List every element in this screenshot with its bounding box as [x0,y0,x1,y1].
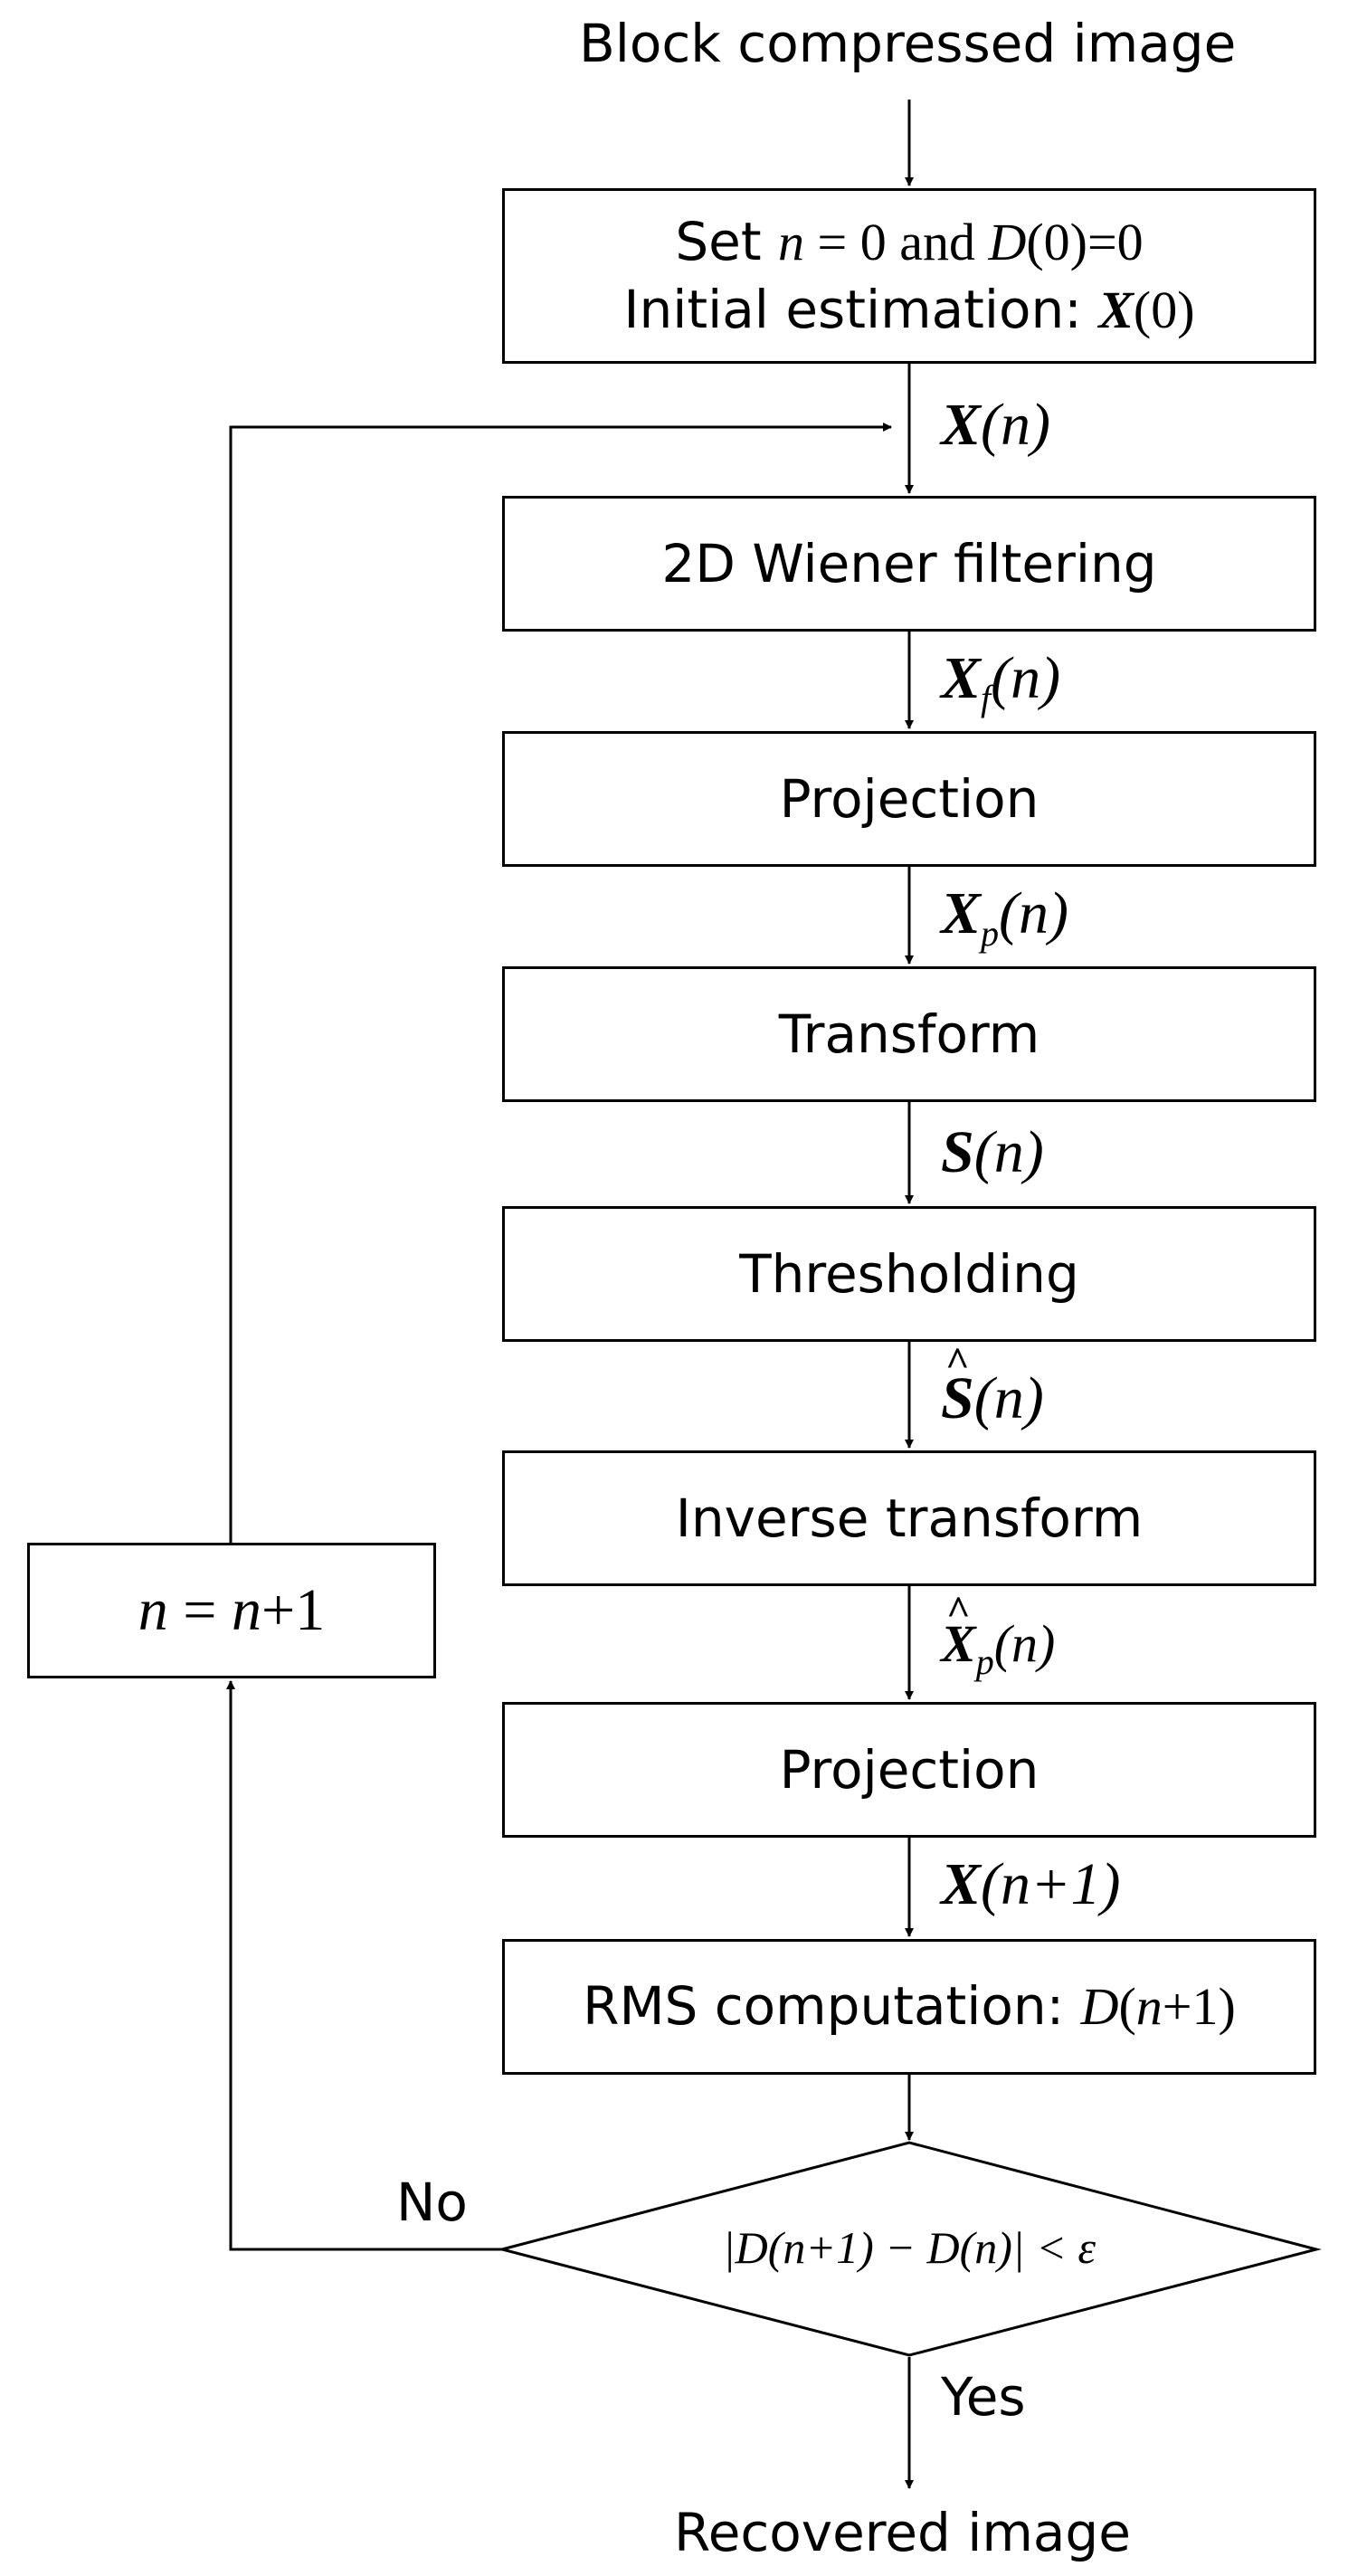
var-x-p-n: Xp(n) [941,880,1068,954]
rms-computation-box: RMS computation: D(n+1) [502,1939,1316,2075]
init-x0: (0) [1133,280,1195,339]
arrow-decision-no [226,1680,502,2251]
transform-box: Transform [502,966,1316,1102]
decision-diamond [497,2141,1322,2357]
inverse-transform-box: Inverse transform [502,1450,1316,1586]
init-set-text: Set [675,210,778,272]
var-x-hat-p-n: Xp(n) [941,1613,1055,1683]
init-line-1: Set n = 0 and D(0)=0 [675,208,1143,276]
projection-box-2: Projection [502,1702,1316,1838]
var-s-n: S(n) [941,1119,1044,1185]
init-eq-text: = 0 and [804,212,989,271]
var-x-n-plus-1: X(n+1) [941,1851,1121,1917]
start-label: Block compressed image [579,13,1237,74]
yes-label: Yes [941,2366,1026,2428]
rms-text: RMS computation: [583,1975,1081,2038]
no-label: No [396,2172,468,2233]
end-label: Recovered image [674,2502,1131,2563]
thresholding-box: Thresholding [502,1206,1316,1342]
var-s-hat-n: S(n) [941,1364,1044,1433]
init-line-2: Initial estimation: X(0) [623,276,1194,344]
increment-box: n = n+1 [27,1543,436,1678]
arrow-increment-loop [229,423,892,1543]
decision-condition: |D(n+1) − D(n)| < ε [722,2222,1096,2273]
init-d0: (0)=0 [1026,212,1144,271]
init-estimation-text: Initial estimation: [623,279,1099,340]
var-x-n: X(n) [941,392,1050,458]
init-x: X [1098,280,1134,339]
projection-box-1: Projection [502,731,1316,867]
var-x-f-n: Xf(n) [941,645,1061,718]
wiener-filter-box: 2D Wiener filtering [502,496,1316,632]
init-d: D [988,212,1027,271]
init-n: n [778,212,804,271]
init-box: Set n = 0 and D(0)=0 Initial estimation:… [502,188,1316,364]
